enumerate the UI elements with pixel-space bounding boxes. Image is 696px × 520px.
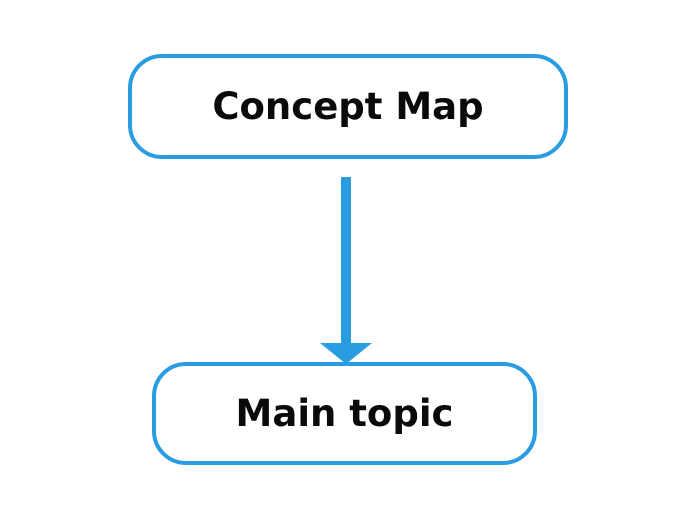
node-main-topic-label: Main topic bbox=[235, 392, 454, 435]
node-main-topic[interactable]: Main topic bbox=[152, 362, 537, 465]
arrowhead-icon bbox=[320, 343, 372, 364]
node-concept-map[interactable]: Concept Map bbox=[128, 54, 568, 159]
node-concept-map-label: Concept Map bbox=[212, 85, 484, 128]
